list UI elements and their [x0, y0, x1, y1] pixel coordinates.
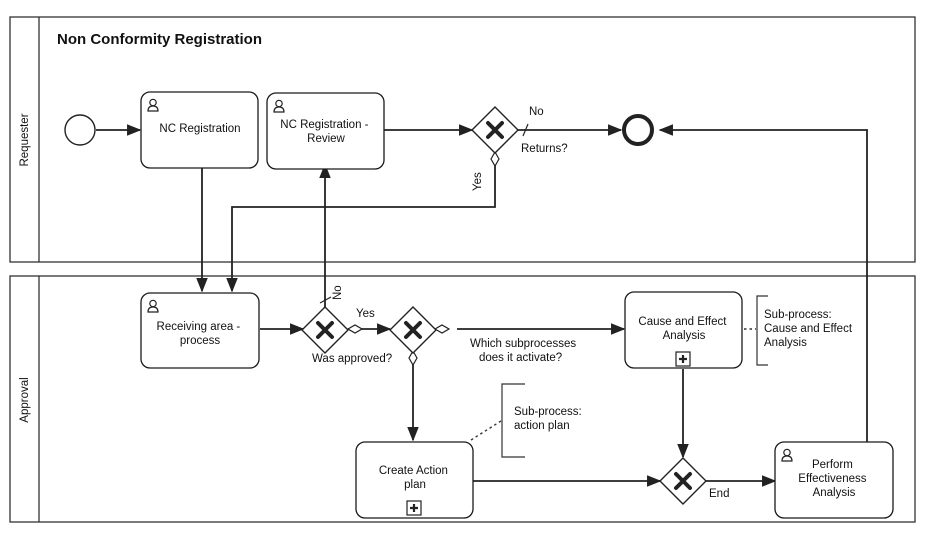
- annotation-cause-effect: Sub-process: Cause and Effect Analysis: [744, 295, 855, 366]
- gateway-was-approved-label: Was approved?: [312, 353, 392, 365]
- user-icon: [147, 299, 159, 313]
- gateway-end-label: End: [709, 488, 729, 500]
- flow-label-yes: Yes: [472, 172, 484, 191]
- task-perform-effectiveness-label: Perform Effectiveness Analysis: [798, 459, 869, 499]
- task-nc-registration-label: NC Registration: [159, 123, 240, 135]
- sequence-flows: [96, 124, 868, 487]
- x-marker-icon: [316, 321, 334, 339]
- gateway-returns[interactable]: [471, 106, 519, 154]
- plus-box-icon[interactable]: [406, 500, 422, 516]
- default-flow-slash: [319, 296, 332, 304]
- task-nc-registration-review[interactable]: NC Registration - Review: [266, 92, 385, 170]
- x-marker-icon: [486, 121, 504, 139]
- svg-text:Sub-process: Cause and E: Sub-process: Cause and Effect Analysis: [764, 309, 855, 349]
- start-event[interactable]: [64, 114, 96, 146]
- subprocess-cause-and-effect-label: Cause and Effect Analysis: [638, 316, 729, 342]
- task-perform-effectiveness-analysis[interactable]: Perform Effectiveness Analysis: [774, 441, 894, 519]
- flow-label-yes: Yes: [356, 308, 375, 320]
- flow-effectiveness-to-end-event: [658, 124, 868, 442]
- task-receiving-area-process[interactable]: Receiving area - process: [140, 292, 260, 369]
- plus-box-icon[interactable]: [675, 351, 691, 367]
- gateway-returns-label: Returns?: [521, 143, 568, 155]
- default-flow-slash: [522, 123, 529, 137]
- subprocess-create-action-plan-label: Create Action plan: [379, 465, 451, 491]
- conditional-flow-marker: [433, 324, 451, 334]
- annotation-action-plan: Sub-process: action plan: [470, 383, 585, 458]
- default-flow-marker: [490, 150, 500, 168]
- end-event[interactable]: [622, 114, 654, 146]
- flow-label-no: No: [529, 106, 544, 118]
- gateway-end[interactable]: [659, 457, 707, 505]
- conditional-flow-marker: [408, 349, 418, 367]
- subprocess-create-action-plan[interactable]: Create Action plan: [355, 441, 474, 519]
- svg-text:Sub-process: action plan: Sub-process: action plan: [514, 406, 585, 432]
- user-icon: [147, 98, 159, 112]
- x-marker-icon: [674, 472, 692, 490]
- gateway-which-subprocesses-label: Which subprocesses does it activate?: [470, 338, 579, 364]
- task-receiving-area-process-label: Receiving area - process: [157, 321, 244, 347]
- x-marker-icon: [404, 321, 422, 339]
- user-icon: [781, 448, 793, 462]
- flow-returns-yes-to-receiving: [226, 152, 496, 293]
- flow-label-no: No: [332, 285, 344, 300]
- subprocess-cause-and-effect-analysis[interactable]: Cause and Effect Analysis: [624, 291, 743, 369]
- gateway-was-approved[interactable]: [301, 306, 349, 354]
- task-nc-registration[interactable]: NC Registration: [140, 91, 259, 169]
- gateway-which-subprocesses[interactable]: [389, 306, 437, 354]
- task-nc-registration-review-label: NC Registration - Review: [280, 119, 371, 145]
- requester-lane-label: Requester: [19, 113, 31, 166]
- conditional-flow-marker: [346, 324, 364, 334]
- user-icon: [273, 99, 285, 113]
- approval-lane-label: Approval: [19, 377, 31, 422]
- pool-title: Non Conformity Registration: [57, 31, 262, 48]
